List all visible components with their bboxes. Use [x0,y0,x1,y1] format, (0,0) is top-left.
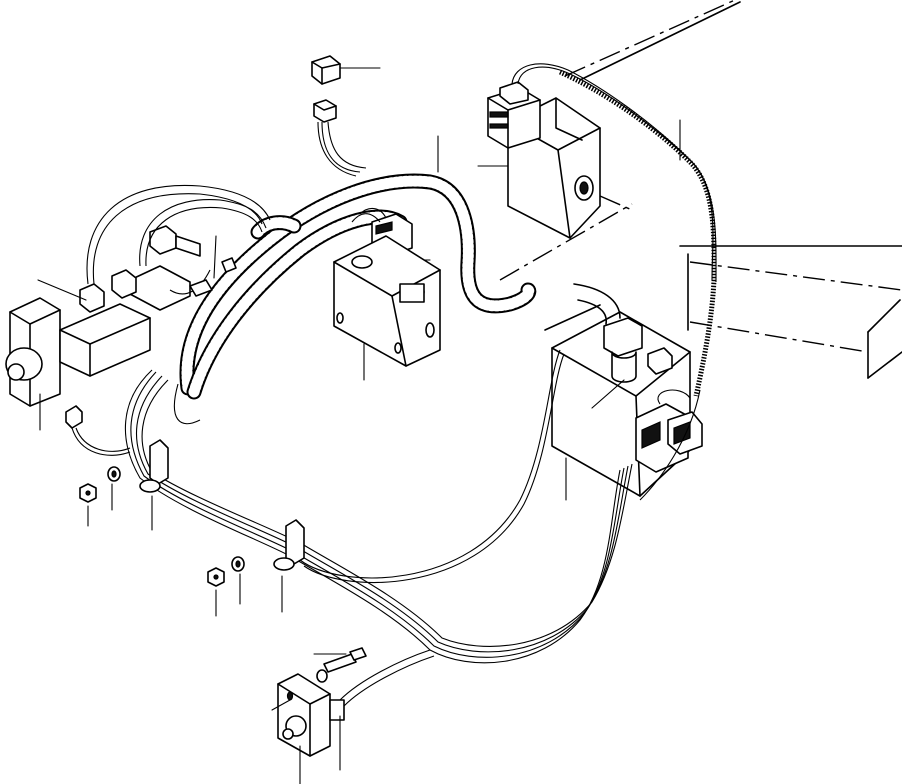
harness-clamp-lower [273,519,305,613]
nut-lower [207,567,225,617]
lower-pressure-switch [591,317,673,409]
center-valve-block [333,235,441,381]
bolt [313,647,367,683]
washer-lower [231,556,245,605]
lower-valve-block [551,283,691,501]
washer-upper [107,466,121,511]
nut-upper [79,483,97,527]
relay-cap [311,55,381,85]
left-switch-assembly [5,184,271,431]
relay-socket [313,99,367,177]
frame-reference-block [499,0,902,379]
connector-plug [65,405,131,456]
main-harness [124,349,701,707]
upper-solenoid-valve [477,63,717,397]
coiled-harness [179,135,537,400]
harness-clamp-upper [139,439,169,531]
mounting-plate [271,673,345,784]
